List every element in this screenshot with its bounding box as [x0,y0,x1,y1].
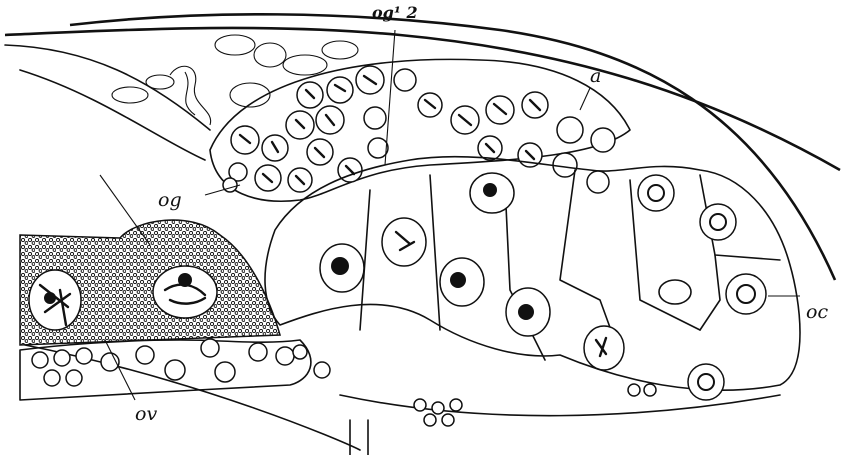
label-og: og [158,189,182,211]
oogonia-cluster [210,59,630,201]
label-ov: ov [135,403,157,425]
oocyte-chain [265,157,800,400]
label-oc: oc [806,301,828,323]
label-a: a [590,65,601,87]
label-og12: og¹ 2 [372,3,418,22]
follicle-cells [20,339,656,426]
ovary-stroma [20,220,280,345]
